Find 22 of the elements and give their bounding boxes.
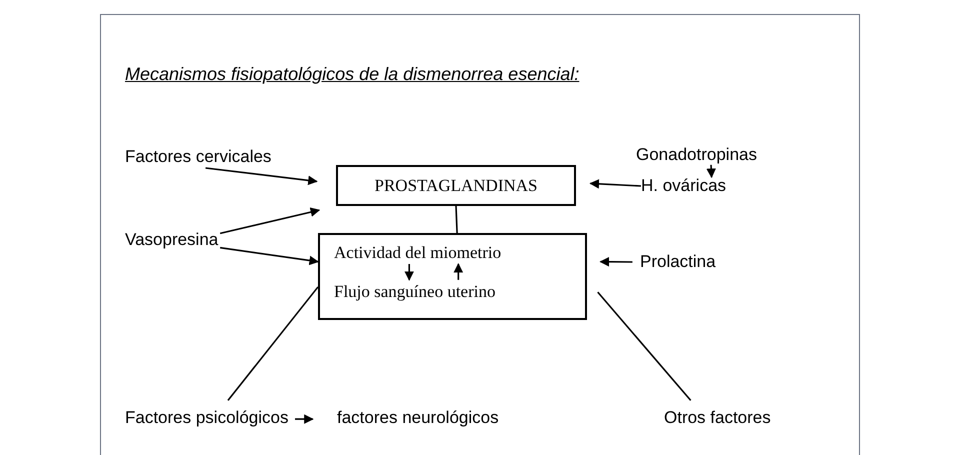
arrow — [220, 207, 320, 234]
factor-label: H. ováricas — [641, 175, 726, 197]
arrow — [589, 179, 642, 189]
factor-label: factores neurológicos — [337, 407, 499, 429]
factor-label: Factores psicológicos — [125, 407, 288, 429]
title: Mecanismos fisiopatológicos de la dismenorrea esencial: — [125, 63, 580, 86]
process-box — [318, 233, 587, 320]
factor-label: Factores cervicales — [125, 146, 272, 168]
arrow — [220, 246, 319, 266]
arrow — [454, 263, 464, 280]
arrow — [706, 164, 716, 178]
arrow — [205, 167, 318, 186]
factor-label: Vasopresina — [125, 229, 218, 251]
arrow — [295, 414, 314, 424]
factor-label: Otros factores — [664, 407, 771, 429]
arrow — [404, 264, 414, 281]
arrow — [600, 257, 632, 267]
factor-label: Flujo sanguíneo uterino — [334, 281, 496, 303]
factor-label: Gonadotropinas — [636, 144, 757, 166]
factor-label: Prolactina — [640, 251, 716, 273]
process-box: PROSTAGLANDINAS — [336, 165, 576, 206]
factor-label: Actividad del miometrio — [334, 242, 502, 264]
